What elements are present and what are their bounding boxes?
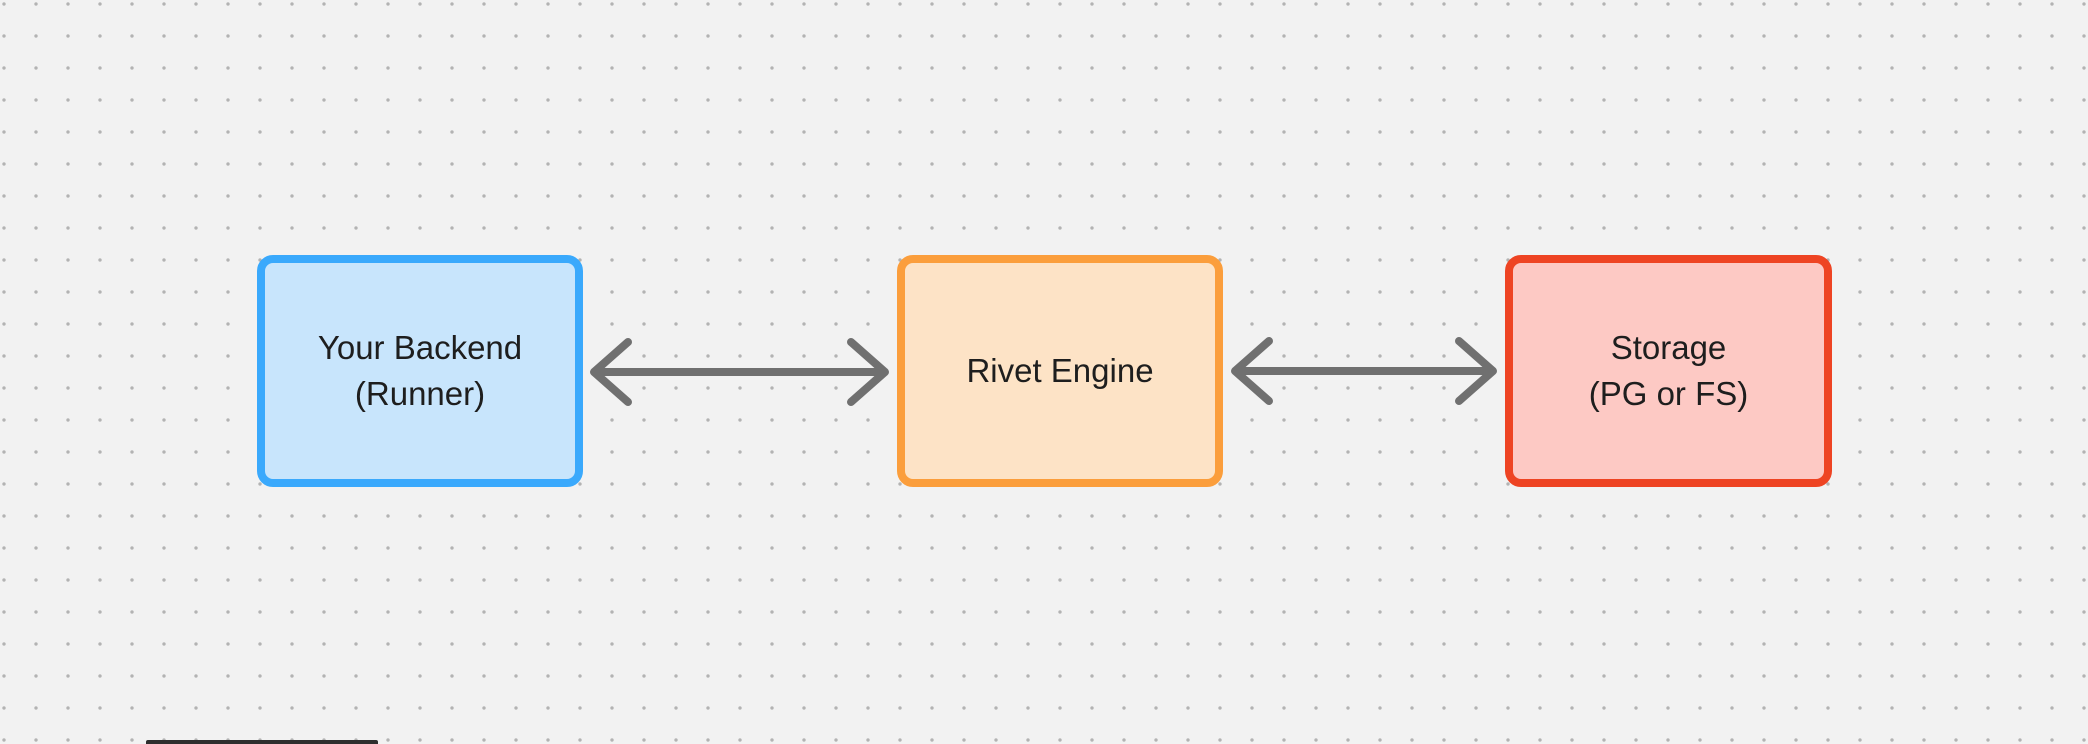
node-storage-label-line1: Storage bbox=[1610, 329, 1727, 366]
edge-engine-storage-bidirectional-arrow bbox=[1231, 337, 1497, 405]
arrowhead-left-icon bbox=[590, 338, 632, 406]
arrowhead-left-icon bbox=[1231, 337, 1273, 405]
node-your-backend-label-line1: Your Backend bbox=[317, 329, 523, 366]
arrowhead-right-icon bbox=[1455, 337, 1497, 405]
node-storage: Storage (PG or FS) bbox=[1505, 255, 1832, 487]
node-rivet-engine: Rivet Engine bbox=[897, 255, 1223, 487]
node-your-backend-label-line2: (Runner) bbox=[354, 375, 486, 412]
horizontal-scrollbar-thumb[interactable] bbox=[146, 740, 378, 744]
edge-backend-engine-bidirectional-arrow bbox=[590, 338, 889, 406]
node-your-backend: Your Backend (Runner) bbox=[257, 255, 583, 487]
arrowhead-right-icon bbox=[847, 338, 889, 406]
node-storage-label-line2: (PG or FS) bbox=[1588, 375, 1749, 412]
node-rivet-engine-label-line1: Rivet Engine bbox=[966, 352, 1154, 389]
